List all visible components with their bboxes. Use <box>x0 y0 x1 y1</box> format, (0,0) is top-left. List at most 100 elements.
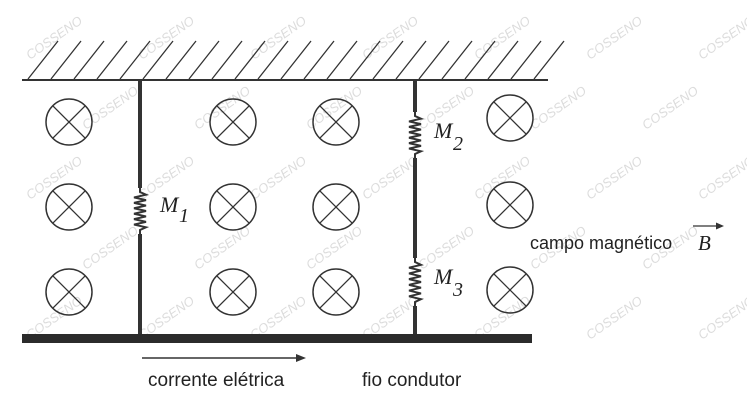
field-into-page-symbol <box>45 268 93 316</box>
hatch-line <box>441 40 473 80</box>
field-label: campo magnético <box>530 233 672 253</box>
hatch-line <box>142 40 174 80</box>
field-symbol-circle <box>312 183 360 231</box>
support-right: M 2 M 3 <box>408 80 463 336</box>
field-symbol-cross-b <box>493 273 527 307</box>
spring-m3-subscript: 3 <box>452 279 463 301</box>
watermark-text: COSSENO <box>247 153 309 203</box>
hatch-line <box>510 40 542 80</box>
watermark-text: COSSENO <box>359 153 421 203</box>
field-into-page-symbol <box>209 268 257 316</box>
spring-m1 <box>133 188 150 234</box>
watermark-text: COSSENO <box>583 293 645 343</box>
field-symbol-circle <box>45 98 93 146</box>
watermark-text: COSSENO <box>583 153 645 203</box>
watermark-text: COSSENO <box>695 153 747 203</box>
wire-label: fio condutor <box>362 370 462 391</box>
watermark-text: COSSENO <box>191 223 253 273</box>
field-into-page-symbol <box>312 98 360 146</box>
hatch-line <box>27 40 59 80</box>
ceiling-support <box>22 40 565 81</box>
field-symbol-circle <box>312 98 360 146</box>
hatch-line <box>165 40 197 80</box>
field-into-page-symbol <box>486 94 534 142</box>
watermark-text: COSSENO <box>639 83 701 133</box>
watermark-text: COSSENO <box>23 13 85 63</box>
watermark-text: COSSENO <box>23 153 85 203</box>
watermark-text: COSSENO <box>79 223 141 273</box>
hatch-line <box>533 40 565 80</box>
spring-m2-letter: M <box>433 118 454 143</box>
field-symbol-cross-b <box>319 190 353 224</box>
hatch-line <box>234 40 266 80</box>
current-arrow-head <box>296 354 306 362</box>
field-into-page-symbol <box>45 183 93 231</box>
hatch-line <box>326 40 358 80</box>
field-symbol-circle <box>209 183 257 231</box>
watermark-text: COSSENO <box>471 13 533 63</box>
field-symbol-cross-b <box>216 105 250 139</box>
watermark-layer: COSSENO COSSENO COSSENO COSSENO COSSENO COSSE… <box>23 13 747 343</box>
watermark-text: COSSENO <box>527 83 589 133</box>
field-symbol-cross-b <box>216 275 250 309</box>
field-symbol-cross-b <box>52 275 86 309</box>
hatch-line <box>349 40 381 80</box>
current-label: corrente elétrica <box>148 370 285 391</box>
magnetic-field-symbols <box>45 94 534 316</box>
watermark-text: COSSENO <box>471 153 533 203</box>
hatch-line <box>418 40 450 80</box>
field-into-page-symbol <box>209 98 257 146</box>
field-vector-arrow <box>693 222 724 230</box>
field-into-page-symbol <box>312 268 360 316</box>
field-symbol-circle <box>45 183 93 231</box>
hatch-line <box>280 40 312 80</box>
watermark-text: COSSENO <box>135 13 197 63</box>
hatch-line <box>50 40 82 80</box>
watermark-text: COSSENO <box>79 83 141 133</box>
field-symbol-circle <box>209 98 257 146</box>
ceiling-hatching <box>27 40 565 80</box>
hatch-line <box>211 40 243 80</box>
field-symbol: B <box>698 231 711 255</box>
field-into-page-symbol <box>486 181 534 229</box>
watermark-text: COSSENO <box>695 293 747 343</box>
field-symbol-circle <box>209 268 257 316</box>
field-into-page-symbol <box>209 183 257 231</box>
field-symbol-cross-b <box>493 188 527 222</box>
current-arrow <box>142 354 306 362</box>
hatch-line <box>395 40 427 80</box>
field-symbol-circle <box>312 268 360 316</box>
watermark-text: COSSENO <box>695 13 747 63</box>
field-symbol-circle <box>486 266 534 314</box>
hatch-line <box>119 40 151 80</box>
spring-m1-letter: M <box>159 192 180 217</box>
field-into-page-symbol <box>312 183 360 231</box>
spring-m1-subscript: 1 <box>179 205 189 227</box>
hatch-line <box>372 40 404 80</box>
field-symbol-cross-b <box>319 105 353 139</box>
field-symbol-cross-b <box>52 190 86 224</box>
spring-m3 <box>408 258 424 306</box>
hatch-line <box>257 40 289 80</box>
field-symbol-cross-b <box>493 101 527 135</box>
conducting-wire <box>22 334 532 343</box>
field-symbol-cross-b <box>319 275 353 309</box>
field-symbol-cross-b <box>52 105 86 139</box>
field-symbol-circle <box>486 181 534 229</box>
field-into-page-symbol <box>45 98 93 146</box>
spring-m3-letter: M <box>433 264 454 289</box>
hatch-line <box>303 40 335 80</box>
field-symbol-cross-b <box>216 190 250 224</box>
hatch-line <box>188 40 220 80</box>
watermark-text: COSSENO <box>583 13 645 63</box>
watermark-text: COSSENO <box>191 83 253 133</box>
watermark-text: COSSENO <box>303 83 365 133</box>
field-into-page-symbol <box>486 266 534 314</box>
field-symbol-circle <box>45 268 93 316</box>
spring-m2-subscript: 2 <box>453 133 463 155</box>
spring-m2 <box>408 112 425 158</box>
hatch-line <box>464 40 496 80</box>
hatch-line <box>73 40 105 80</box>
